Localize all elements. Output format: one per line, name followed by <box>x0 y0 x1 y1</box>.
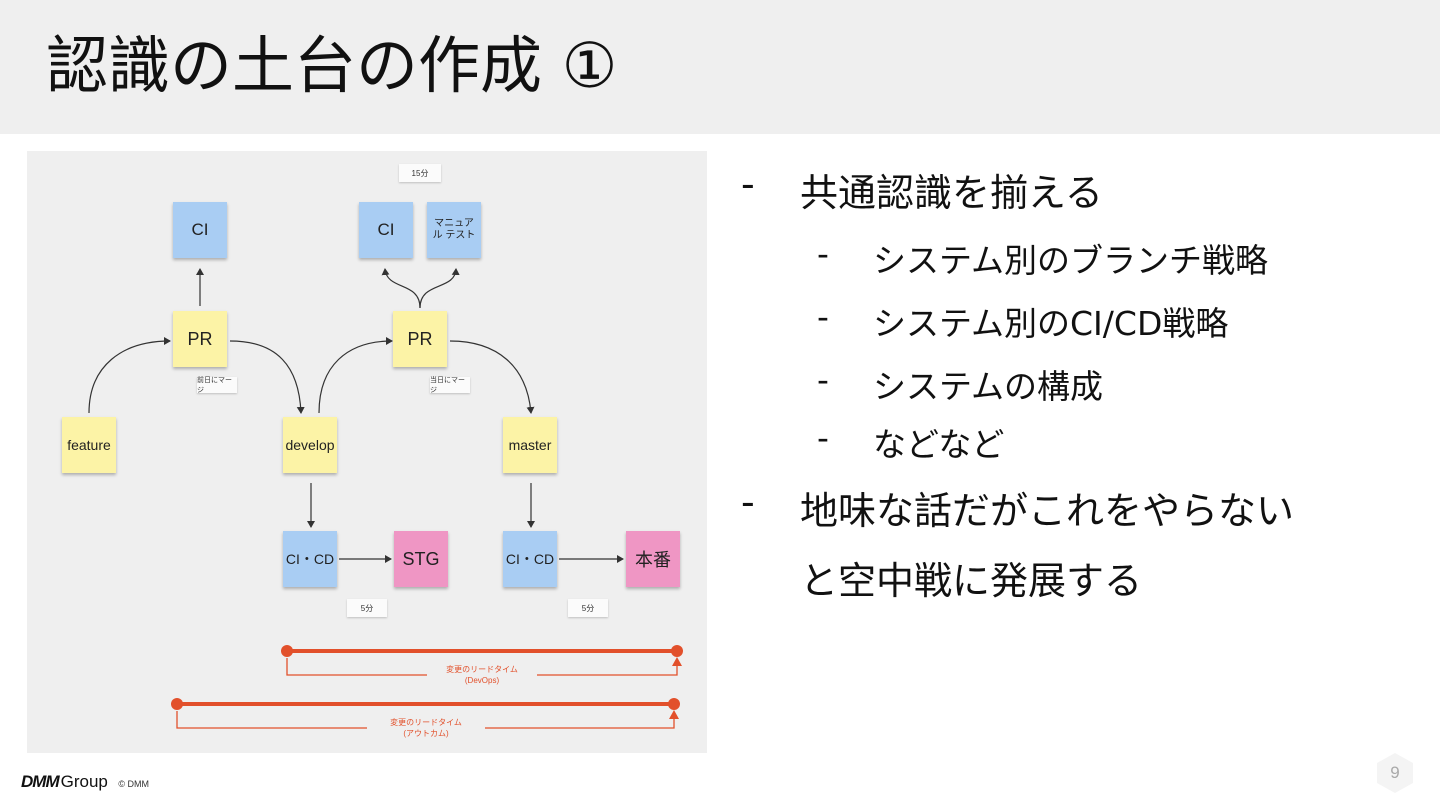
sticky-pr-right: PR <box>393 311 447 367</box>
hexagon-icon <box>1377 753 1413 793</box>
sub-bullet-dash: - <box>817 418 829 457</box>
sticky-pr-left: PR <box>173 311 227 367</box>
arrow-pr-to-master <box>449 340 535 414</box>
merge-label-same-day: 当日にマージ <box>430 377 470 394</box>
arrow-feature-to-pr <box>88 337 171 414</box>
sticky-manual-test: マニュアル テスト <box>427 202 481 258</box>
arrow-pr-to-ci-right <box>381 268 421 309</box>
sticky-cicd-right: CI・CD <box>503 531 557 587</box>
sub-bullet-dash: - <box>817 234 829 273</box>
sub-bullet-system-architecture: システムの構成 <box>873 367 1104 406</box>
sticky-ci-right: CI <box>359 202 413 258</box>
page-number-badge: 9 <box>1376 752 1414 794</box>
lead-time-devops-line2: (DevOps) <box>464 676 500 685</box>
time-label-5min-left: 5分 <box>347 599 387 617</box>
lead-time-outcome-label: 変更のリードタイム (アウトカム) <box>367 717 485 739</box>
arrow-pr-to-develop <box>229 340 305 414</box>
lead-time-outcome-bar <box>171 698 680 729</box>
bullet-dash: - <box>741 480 755 524</box>
logo-dmm: DMM <box>21 772 60 791</box>
bullet-item-warning-line1: 地味な話だがこれをやらない <box>800 489 1295 533</box>
sticky-stg: STG <box>394 531 448 587</box>
sticky-prod: 本番 <box>626 531 680 587</box>
sticky-develop: develop <box>283 417 337 473</box>
logo-group: Group <box>60 772 108 791</box>
diagram-connectors <box>88 268 707 729</box>
lead-time-outcome-line1: 変更のリードタイム <box>390 718 462 727</box>
sub-bullet-etc: などなど <box>873 425 1005 464</box>
sub-bullet-dash: - <box>817 360 829 399</box>
page-title: 認識の土台の作成 ① <box>46 29 618 102</box>
bullet-item-warning-line2: と空中戦に発展する <box>800 559 1143 603</box>
sub-bullet-dash: - <box>817 297 829 336</box>
sub-bullet-branch-strategy: システム別のブランチ戦略 <box>873 241 1269 280</box>
bullet-dash: - <box>741 162 755 206</box>
arrow-pr-to-manual-test <box>419 268 460 309</box>
page-number: 9 <box>1390 763 1400 782</box>
arrow-develop-to-pr <box>318 337 393 414</box>
sticky-ci-left: CI <box>173 202 227 258</box>
title-bar: 認識の土台の作成 ① <box>0 0 1440 134</box>
sticky-master: master <box>503 417 557 473</box>
branch-strategy-diagram: 15分 CI CI マニュアル テスト PR PR 前日にマージ 当日にマージ … <box>27 151 707 753</box>
sub-bullet-cicd-strategy: システム別のCI/CD戦略 <box>873 304 1229 343</box>
lead-time-devops-label: 変更のリードタイム (DevOps) <box>427 664 537 686</box>
lead-time-devops-bar <box>281 645 683 676</box>
sticky-cicd-left: CI・CD <box>283 531 337 587</box>
sticky-feature: feature <box>62 417 116 473</box>
copyright: © DMM <box>118 779 149 789</box>
time-label-5min-right: 5分 <box>568 599 608 617</box>
bullet-item-common-understanding: 共通認識を揃える <box>800 171 1103 215</box>
time-label-15min: 15分 <box>399 164 441 182</box>
lead-time-devops-line1: 変更のリードタイム <box>446 665 518 674</box>
lead-time-outcome-line2: (アウトカム) <box>403 729 449 738</box>
merge-label-previous-day: 前日にマージ <box>197 377 237 394</box>
